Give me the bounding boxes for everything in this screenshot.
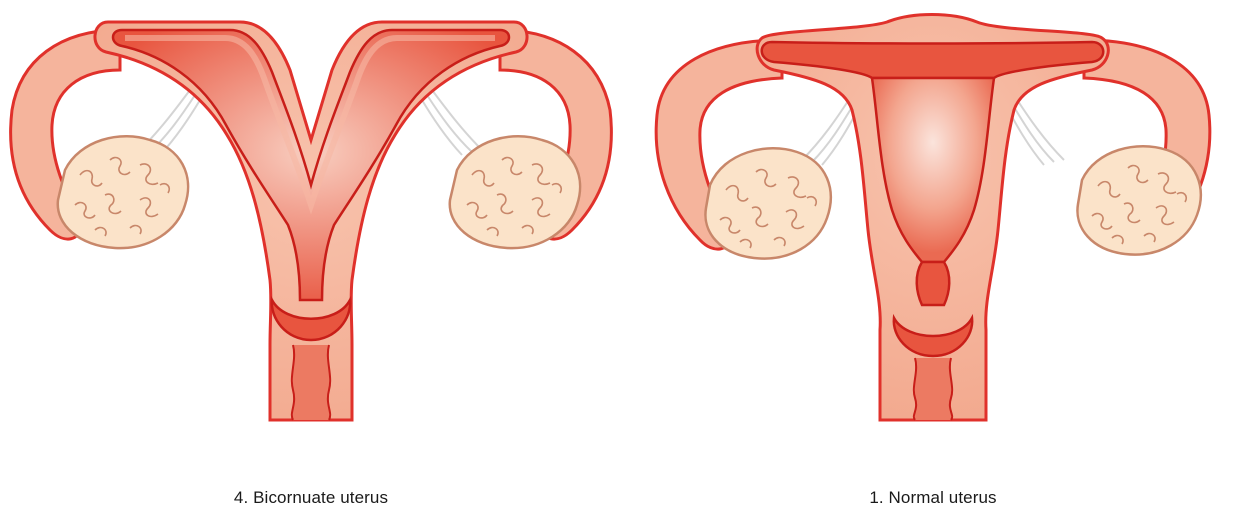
right-ovarian-ligament (422, 90, 482, 155)
right-ovary (1077, 146, 1200, 254)
left-ovary (705, 148, 830, 258)
normal-uterus-figure: 1. Normal uterus (622, 0, 1244, 517)
left-ovary (58, 136, 188, 248)
cervical-canal (917, 262, 950, 305)
bicornuate-uterus-illustration (0, 0, 622, 440)
bicornuate-uterus-figure: 4. Bicornuate uterus (0, 0, 622, 517)
right-ovary (450, 136, 580, 248)
vaginal-canal (915, 358, 951, 420)
normal-caption: 1. Normal uterus (622, 488, 1244, 508)
bicornuate-caption: 4. Bicornuate uterus (0, 488, 622, 508)
normal-uterus-illustration (622, 0, 1244, 440)
vaginal-canal (293, 345, 329, 420)
